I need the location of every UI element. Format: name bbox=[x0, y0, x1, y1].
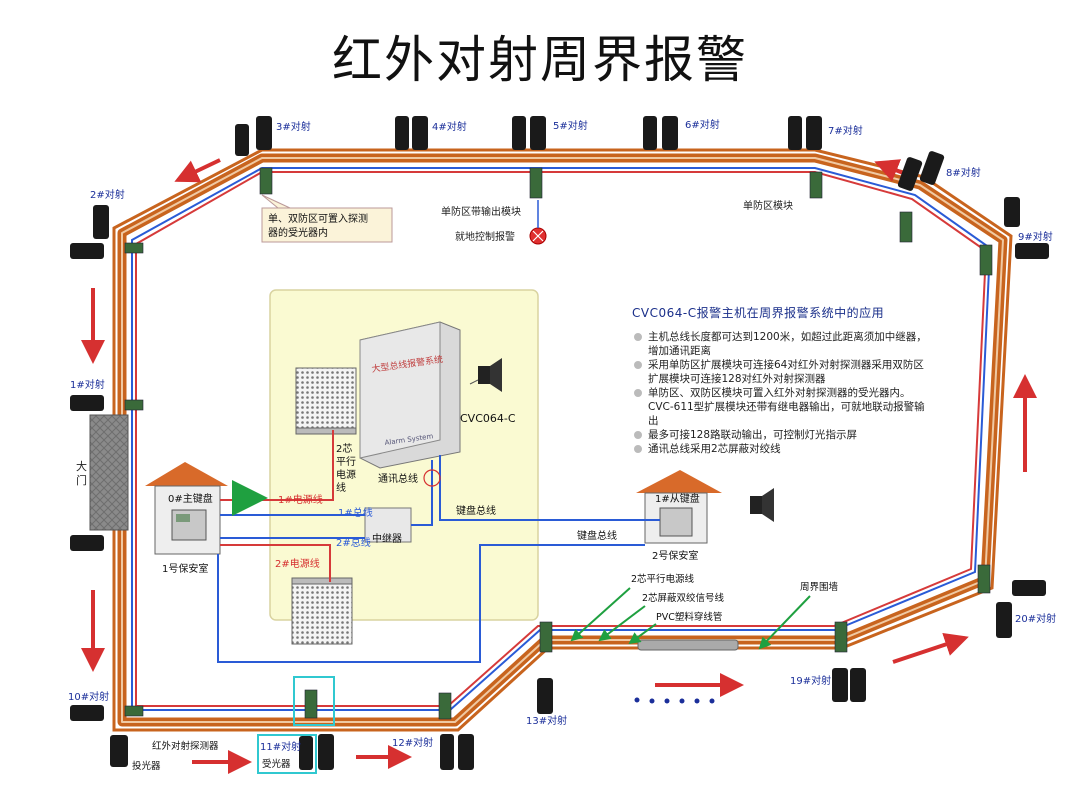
power-supply-1 bbox=[295, 367, 357, 431]
gate-label-1: 大 bbox=[76, 459, 87, 473]
zone-modules bbox=[124, 167, 993, 720]
receiver-label: 受光器 bbox=[262, 758, 291, 770]
keypad-bus-2-label: 键盘总线 bbox=[577, 529, 617, 542]
beam-label-13: 13#对射 bbox=[526, 714, 567, 727]
local-alarm-label: 就地控制报警 bbox=[455, 230, 515, 243]
callout-line-2: 器的受光器内 bbox=[268, 226, 328, 239]
bus-2-label: 2#总线 bbox=[336, 536, 371, 549]
legend-parallel: 2芯平行电源线 bbox=[631, 573, 695, 585]
beam-label-9: 9#对射 bbox=[1018, 230, 1053, 243]
beam-label-4: 4#对射 bbox=[432, 120, 467, 133]
beam-label-8: 8#对射 bbox=[946, 166, 981, 179]
detector-heads bbox=[70, 116, 1049, 770]
siren-1-icon bbox=[469, 358, 502, 392]
bus-1-label: 1#总线 bbox=[338, 506, 373, 519]
gate bbox=[89, 414, 129, 531]
power-line-2-label: 2#电源线 bbox=[275, 557, 320, 570]
gate-label-2: 门 bbox=[76, 473, 87, 487]
single-zone-module-label: 单防区模块 bbox=[743, 199, 793, 212]
note-item: 采用单防区扩展模块可连接64对红外对射探测器采用双防区扩展模块可连接128对红外… bbox=[632, 358, 932, 386]
repeater-label: 中继器 bbox=[372, 532, 402, 545]
guard-room-1-roof bbox=[145, 462, 228, 486]
note-heading: CVC064-C报警主机在周界报警系统中的应用 bbox=[632, 306, 885, 320]
note-item: 主机总线长度都可达到1200米，如超过此距离须加中继器，增加通讯距离 bbox=[632, 330, 932, 358]
info-note: CVC064-C报警主机在周界报警系统中的应用 主机总线长度都可达到1200米，… bbox=[632, 306, 932, 456]
panel-model-label: CVC064-C bbox=[460, 412, 516, 425]
legend-pvc: PVC塑料穿线管 bbox=[656, 611, 722, 623]
parallel-label-2: 平行 bbox=[336, 455, 356, 468]
callout-line-1: 单、双防区可置入探测 bbox=[268, 212, 368, 225]
parallel-label-3: 电源 bbox=[336, 468, 356, 481]
beam-label-6: 6#对射 bbox=[685, 118, 720, 131]
note-item: 最多可接128路联动输出，可控制灯光指示屏 bbox=[632, 428, 932, 442]
note-list: 主机总线长度都可达到1200米，如超过此距离须加中继器，增加通讯距离 采用单防区… bbox=[632, 330, 932, 456]
siren-2-icon bbox=[750, 488, 774, 522]
page-title: 红外对射周界报警 bbox=[332, 31, 748, 89]
slave-keypad-icon bbox=[659, 507, 693, 537]
keypad-bus-1-label: 键盘总线 bbox=[456, 504, 496, 517]
receiver-highlight-lower bbox=[257, 734, 317, 774]
power-supply-2 bbox=[291, 581, 353, 645]
guard-room-1-label: 1号保安室 bbox=[162, 562, 208, 575]
beam-label-19: 19#对射 bbox=[790, 674, 831, 687]
perimeter-signal-line bbox=[131, 167, 992, 711]
callout-box bbox=[261, 207, 393, 243]
slave-keypad-label: 1#从键盘 bbox=[655, 492, 700, 505]
ir-detector-label: 红外对射探测器 bbox=[152, 740, 219, 752]
legend-shielded: 2芯屏蔽双绞信号线 bbox=[642, 592, 725, 604]
beam-label-1: 1#对射 bbox=[70, 378, 105, 391]
power-line-1-label: 1#电源线 bbox=[278, 493, 323, 506]
beam-label-11: 11#对射 bbox=[260, 740, 301, 753]
perimeter-power-line bbox=[135, 171, 988, 707]
receiver-highlight bbox=[293, 676, 335, 726]
emitter-label: 投光器 bbox=[132, 760, 161, 772]
parallel-label-1: 2芯 bbox=[336, 442, 352, 455]
beam-label-10: 10#对射 bbox=[68, 690, 109, 703]
legend-wall: 周界围墙 bbox=[800, 581, 839, 593]
single-zone-output-label: 单防区带输出模块 bbox=[441, 205, 521, 218]
beam-label-3: 3#对射 bbox=[276, 120, 311, 133]
main-keypad-label: 0#主键盘 bbox=[168, 492, 213, 505]
beam-label-20: 20#对射 bbox=[1015, 612, 1056, 625]
guard-room-2-label: 2号保安室 bbox=[652, 549, 698, 562]
comm-bus-label: 通讯总线 bbox=[378, 472, 418, 485]
beam-label-7: 7#对射 bbox=[828, 124, 863, 137]
note-item: 单防区、双防区模块可置入红外对射探测器的受光器内。CVC-611型扩展模块还带有… bbox=[632, 386, 932, 428]
pvc-pipe bbox=[637, 639, 739, 651]
continuation-dots bbox=[634, 697, 715, 704]
beam-label-5: 5#对射 bbox=[553, 119, 588, 132]
repeater-box bbox=[364, 507, 412, 543]
note-item: 通讯总线采用2芯屏蔽对绞线 bbox=[632, 442, 932, 456]
beam-label-2: 2#对射 bbox=[90, 188, 125, 201]
guard-room-2-roof bbox=[636, 470, 722, 493]
beam-label-12: 12#对射 bbox=[392, 736, 433, 749]
parallel-label-4: 线 bbox=[336, 481, 346, 494]
